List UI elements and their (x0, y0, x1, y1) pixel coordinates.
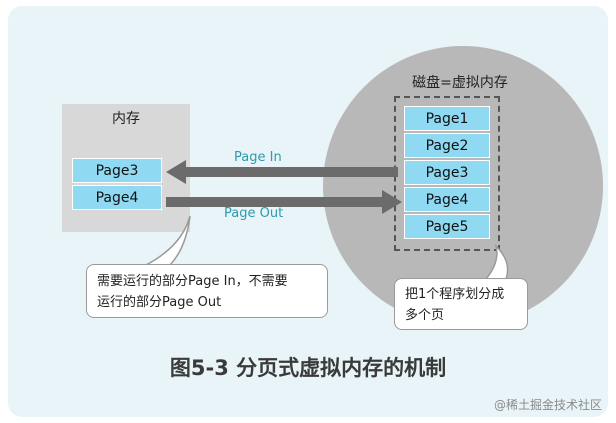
disk-callout: 把1个程序划分成 多个页 (394, 278, 528, 330)
figure-caption: 图5-3 分页式虚拟内存的机制 (169, 356, 447, 380)
disk-page-4: Page4 (404, 187, 490, 212)
memory-title: 内存 (112, 111, 140, 127)
memory-callout-line2: 运行的部分Page Out (97, 295, 222, 310)
disk-callout-line2: 多个页 (405, 308, 445, 323)
memory-callout-line1: 需要运行的部分Page In，不需要 (97, 274, 288, 289)
page-in-arrow (166, 160, 398, 184)
page-out-label: Page Out (224, 206, 284, 221)
watermark: @稀土掘金技术社区 (493, 398, 602, 412)
disk-page-1: Page1 (404, 106, 490, 131)
memory-page-4: Page4 (72, 185, 162, 210)
disk-page-3: Page3 (404, 160, 490, 185)
page-in-label: Page In (234, 150, 282, 165)
memory-callout-tail (145, 215, 191, 266)
disk-callout-line1: 把1个程序划分成 (405, 287, 505, 302)
disk-title: 磁盘=虚拟内存 (412, 75, 508, 91)
disk-callout-tail (484, 243, 509, 280)
disk-page-5: Page5 (404, 214, 490, 239)
memory-callout: 需要运行的部分Page In，不需要 运行的部分Page Out (86, 264, 328, 318)
disk-page-2: Page2 (404, 133, 490, 158)
page-out-arrow (166, 190, 402, 214)
memory-page-3: Page3 (72, 158, 162, 183)
